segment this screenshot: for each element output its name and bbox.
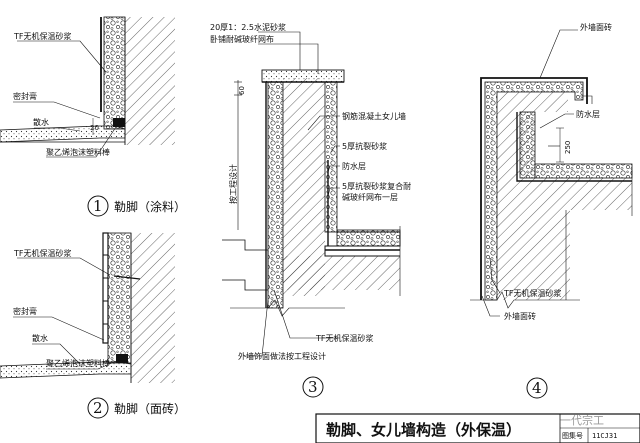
label-composite-1: 5厚抗裂砂浆复合耐 bbox=[342, 181, 411, 191]
coping-cap bbox=[261, 69, 345, 83]
label-anticrack: 5厚抗裂砂浆 bbox=[342, 141, 387, 151]
insulation-mortar-layer bbox=[103, 16, 126, 130]
label-tile-bottom: 外墙面砖 bbox=[504, 311, 536, 321]
label-composite-2: 碱玻纤网布一层 bbox=[342, 192, 398, 202]
detail-3-number: 3 bbox=[308, 378, 318, 396]
label-apron-1: 散水 bbox=[33, 117, 49, 127]
anchor bbox=[113, 275, 141, 280]
foam-rod bbox=[116, 354, 128, 363]
insulation-mortar-layer bbox=[107, 232, 132, 364]
label-tile-top: 外墙面砖 bbox=[580, 22, 612, 32]
apron-slab bbox=[0, 125, 126, 143]
label-finish: 外墙饰面做法按工程设计 bbox=[238, 351, 326, 361]
detail-3-number-circle bbox=[302, 376, 324, 398]
label-mortar-4: TF无机保温砂浆 bbox=[503, 288, 562, 298]
label-parapet: 钢筋混凝土女儿墙 bbox=[342, 111, 406, 121]
label-mortar-1: TF无机保温砂浆 bbox=[13, 31, 72, 41]
label-dim-1: 20 bbox=[90, 124, 99, 132]
atlas-number: 11CJ31 bbox=[592, 432, 617, 440]
detail-1-plinth-paint: TF无机保温砂浆 密封膏 散水 20 聚乙烯泡沫塑料棒 1 勒脚（涂料） bbox=[0, 16, 186, 217]
roof-insulation bbox=[336, 229, 401, 247]
label-rod-2: 聚乙烯泡沫塑料棒 bbox=[46, 358, 110, 368]
label-waterproof-3: 防水层 bbox=[342, 161, 366, 171]
concrete-wall bbox=[131, 233, 175, 383]
apron-slab bbox=[0, 361, 132, 379]
detail-4-number: 4 bbox=[532, 379, 542, 397]
label-top-mesh: 卧铺耐碱玻纤网布 bbox=[210, 34, 274, 44]
inner-insulation bbox=[324, 81, 338, 233]
tile-layer bbox=[102, 232, 109, 344]
detail-2-number: 2 bbox=[93, 399, 103, 417]
waterproof-layer bbox=[516, 112, 632, 182]
label-sealant-1: 密封膏 bbox=[13, 91, 37, 101]
detail-2-caption: 勒脚（面砖） bbox=[114, 401, 186, 416]
label-dim250: 250 bbox=[564, 141, 572, 154]
label-apron-2: 散水 bbox=[32, 333, 48, 343]
detail-3-parapet: 20厚1：2.5水泥砂浆 卧铺耐碱玻纤网布 60 按工程设计 钢筋混凝土女儿墙 … bbox=[210, 22, 411, 398]
detail-4-number-circle bbox=[526, 377, 548, 399]
title-block: 勒脚、女儿墙构造（外保温） 图集号 11CJ31 一代宗工 bbox=[315, 413, 640, 443]
roof-insulation bbox=[534, 163, 633, 179]
detail-2-plinth-tile: TF无机保温砂浆 密封膏 散水 聚乙烯泡沫塑料棒 2 勒脚（面砖） bbox=[0, 232, 186, 419]
tile-finish bbox=[480, 77, 588, 300]
label-mortar-2: TF无机保温砂浆 bbox=[13, 248, 72, 258]
inner-insulation bbox=[519, 111, 536, 179]
label-dim60: 60 bbox=[238, 86, 246, 95]
detail-1-number-circle bbox=[87, 195, 109, 217]
parapet-wall bbox=[283, 78, 325, 256]
label-waterproof-4: 防水层 bbox=[576, 109, 600, 119]
concrete-wall bbox=[125, 17, 175, 145]
outer-insulation bbox=[267, 81, 284, 309]
label-mortar-3: TF无机保温砂浆 bbox=[315, 333, 374, 343]
label-rod-1: 聚乙烯泡沫塑料棒 bbox=[46, 147, 110, 157]
label-sealant-2: 密封膏 bbox=[13, 306, 37, 316]
atlas-label: 图集号 bbox=[562, 431, 583, 440]
detail-1-number: 1 bbox=[93, 197, 103, 215]
drawing-title: 勒脚、女儿墙构造（外保温） bbox=[326, 421, 521, 439]
label-vertical: 按工程设计 bbox=[228, 164, 238, 204]
foam-rod bbox=[113, 118, 125, 127]
detail-2-number-circle bbox=[87, 397, 109, 419]
watermark: 一代宗工 bbox=[560, 413, 604, 427]
label-top-mortar: 20厚1：2.5水泥砂浆 bbox=[210, 22, 286, 32]
detail-1-caption: 勒脚（涂料） bbox=[114, 199, 186, 214]
detail-4-parapet-tile: 外墙面砖 防水层 250 TF无机保温砂浆 外墙面砖 4 bbox=[470, 22, 633, 399]
